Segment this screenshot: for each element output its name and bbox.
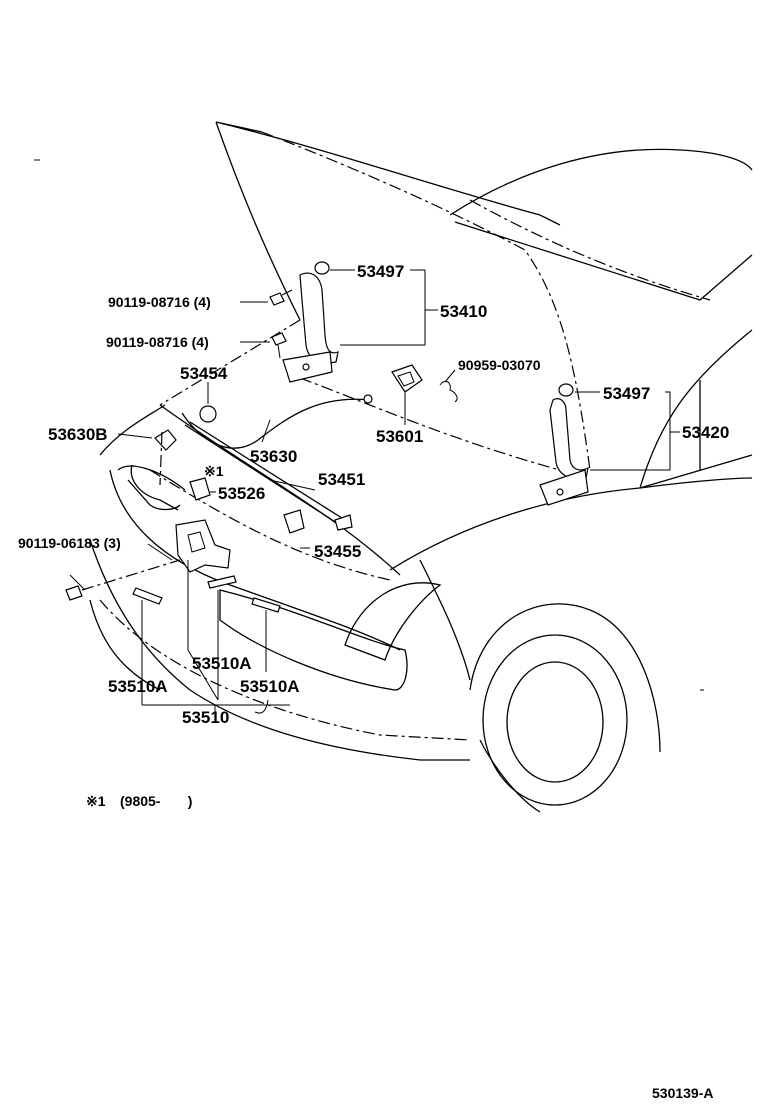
bracket-53630B — [154, 429, 177, 451]
label-53454: 53454 — [180, 364, 228, 383]
lock-53526 — [189, 477, 211, 501]
label-note-mark: ※1 — [204, 463, 224, 479]
wheel-arch — [469, 603, 661, 813]
grommet-53497-right — [558, 383, 574, 397]
windshield — [449, 148, 753, 301]
label-bolt-90119-06183: 90119-06183 (3) — [18, 535, 121, 551]
hood-panel-inner — [261, 131, 591, 471]
hood-lock-assy — [175, 519, 231, 573]
nose-dash — [149, 469, 391, 581]
headlight — [344, 582, 442, 661]
label-53497-right: 53497 — [603, 384, 650, 403]
label-bolt-90119-08716-a: 90119-08716 (4) — [108, 294, 211, 310]
label-53510: 53510 — [182, 708, 229, 727]
label-53410: 53410 — [440, 302, 487, 321]
hinge-53420-arm — [549, 398, 589, 480]
front-bumper — [89, 469, 470, 761]
cable-guide — [130, 464, 179, 511]
label-53510A-right: 53510A — [240, 677, 300, 696]
hinge-53420-base — [539, 469, 589, 506]
tire-outer — [482, 634, 628, 806]
footnote: ※1 (9805- ) — [86, 793, 192, 809]
hood-striker-53601 — [391, 364, 423, 393]
a-pillar — [639, 329, 753, 489]
bolt-90119-08716-upper — [269, 292, 285, 306]
clip-90959-03070 — [439, 380, 458, 403]
diagram-code: 530139-A — [652, 1085, 714, 1101]
label-90959-03070: 90959-03070 — [458, 357, 541, 373]
hood-to-hinge-dash — [299, 377, 561, 471]
label-53630B: 53630B — [48, 425, 108, 444]
grommet-53497-top — [314, 261, 330, 275]
support-rod-53451 — [184, 421, 346, 526]
label-53455: 53455 — [314, 542, 361, 561]
leader-lines — [69, 269, 680, 714]
hinge-hole — [302, 363, 310, 371]
rod-holder-53455 — [283, 509, 305, 534]
label-53630: 53630 — [250, 447, 297, 466]
left-hinge — [282, 261, 339, 383]
rod-end — [334, 514, 353, 531]
callout-labels: 53497 53410 90119-08716 (4) 90119-08716 … — [18, 262, 729, 727]
label-53601: 53601 — [376, 427, 423, 446]
striker-inner — [397, 371, 415, 387]
lock-detail — [187, 531, 206, 553]
label-53451: 53451 — [318, 470, 365, 489]
label-53497-top: 53497 — [357, 262, 404, 281]
label-53510A-left: 53510A — [108, 677, 168, 696]
fastener-mid — [207, 575, 237, 589]
footnote-mark: ※1 — [86, 793, 106, 809]
label-53526: 53526 — [218, 484, 265, 503]
label-53510A-mid: 53510A — [192, 654, 252, 673]
hood-panel — [215, 121, 561, 321]
fog-lamp-slot — [219, 589, 408, 691]
fender — [389, 477, 753, 681]
cable-end — [363, 394, 373, 404]
roof-dash — [469, 199, 711, 301]
bolts — [65, 289, 293, 601]
fastener-right — [251, 597, 281, 613]
tire-inner — [506, 661, 604, 783]
right-hinge — [539, 383, 589, 506]
bumper-lower — [99, 599, 471, 741]
cable-guide-dash — [159, 431, 163, 486]
fastener-left — [132, 587, 163, 605]
fastener-dash — [81, 559, 181, 591]
hinge-hole — [556, 488, 564, 496]
fasteners-53510A — [81, 559, 281, 613]
lock-parts — [130, 364, 458, 573]
car-outline — [89, 121, 753, 813]
cushion-53454 — [199, 405, 217, 423]
bolt-90119-06183 — [65, 585, 83, 601]
hinge-53410-arm — [299, 272, 339, 364]
grille — [117, 465, 186, 511]
bolt-90119-08716-lower — [271, 332, 287, 346]
hood-left-edge — [159, 319, 301, 406]
footnote-text: (9805- ) — [120, 793, 192, 809]
label-bolt-90119-08716-b: 90119-08716 (4) — [106, 334, 209, 350]
label-53420: 53420 — [682, 423, 729, 442]
